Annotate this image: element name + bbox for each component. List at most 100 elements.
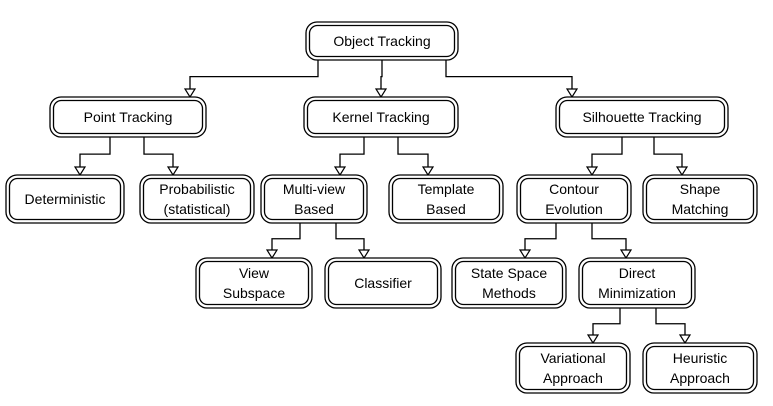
node-label: Based — [426, 201, 466, 217]
node-outer-border — [303, 96, 459, 138]
node-inner-border — [327, 260, 439, 306]
arrowhead-icon — [585, 166, 599, 177]
node-inner-border — [8, 177, 122, 221]
node-label: Heuristic — [673, 350, 727, 366]
arrowhead-icon — [678, 334, 692, 345]
node-label: Object Tracking — [333, 33, 430, 49]
edge-point-tracking-to-probabilistic — [143, 137, 174, 167]
node-point-tracking: Point Tracking — [49, 96, 207, 138]
node-outer-border — [324, 257, 442, 309]
node-outer-border — [195, 257, 313, 309]
node-probabilistic: Probabilistic (statistical) — [139, 174, 255, 224]
node-inner-border — [198, 260, 310, 306]
node-kernel-tracking: Kernel Tracking — [303, 96, 459, 138]
node-inner-border — [518, 345, 628, 391]
node-outer-border — [515, 342, 631, 394]
node-outer-border — [139, 174, 255, 224]
node-inner-border — [581, 260, 693, 306]
arrowhead-icon — [374, 88, 388, 99]
node-outer-border — [578, 257, 696, 309]
node-inner-border — [306, 99, 456, 135]
edge-multi-view-to-view-subspace — [271, 223, 301, 250]
node-inner-border — [263, 177, 365, 221]
edge-direct-minimization-to-heuristic — [655, 308, 686, 335]
arrowhead-icon — [333, 166, 347, 177]
node-outer-border — [305, 21, 459, 61]
edge-kernel-tracking-to-multi-view — [339, 137, 365, 167]
edge-silhouette-tracking-to-shape-matching — [653, 137, 683, 167]
edge-object-tracking-to-kernel-tracking — [380, 60, 383, 89]
arrowhead-icon — [586, 334, 600, 345]
node-label: Contour — [549, 181, 599, 197]
arrowhead-icon — [265, 249, 279, 260]
diagram-edges — [73, 60, 692, 345]
node-label: Variational — [540, 350, 605, 366]
node-inner-border — [308, 24, 456, 58]
node-outer-border — [642, 174, 758, 224]
node-label: Matching — [672, 201, 729, 217]
edge-point-tracking-to-deterministic — [79, 137, 111, 167]
edge-contour-evolution-to-direct-minimization — [591, 223, 627, 250]
node-outer-border — [49, 96, 207, 138]
edge-object-tracking-to-silhouette-tracking — [445, 60, 573, 89]
node-label: Direct — [619, 265, 656, 281]
node-silhouette-tracking: Silhouette Tracking — [555, 96, 729, 138]
node-inner-border — [454, 260, 564, 306]
node-label: State Space — [471, 265, 547, 281]
node-inner-border — [142, 177, 252, 221]
arrowhead-icon — [73, 166, 87, 177]
edge-contour-evolution-to-state-space — [524, 223, 557, 250]
arrowhead-icon — [675, 166, 689, 177]
node-inner-border — [645, 177, 755, 221]
node-classifier: Classifier — [324, 257, 442, 309]
arrowhead-icon — [166, 166, 180, 177]
node-label: Probabilistic — [159, 181, 234, 197]
node-label: Subspace — [223, 285, 285, 301]
node-label: Based — [294, 201, 334, 217]
node-inner-border — [391, 177, 501, 221]
node-outer-border — [555, 96, 729, 138]
node-label: Template — [418, 181, 475, 197]
arrowhead-icon — [421, 166, 435, 177]
node-label: Classifier — [354, 275, 412, 291]
node-label: (statistical) — [164, 201, 231, 217]
node-outer-border — [451, 257, 567, 309]
arrowhead-icon — [619, 249, 633, 260]
edge-kernel-tracking-to-template — [397, 137, 429, 167]
node-label: Minimization — [598, 285, 676, 301]
node-label: Kernel Tracking — [332, 109, 429, 125]
edge-object-tracking-to-point-tracking — [189, 60, 319, 89]
node-outer-border — [516, 174, 632, 224]
node-label: Deterministic — [25, 191, 106, 207]
node-outer-border — [388, 174, 504, 224]
node-deterministic: Deterministic — [5, 174, 125, 224]
edge-silhouette-tracking-to-contour-evolution — [591, 137, 623, 167]
node-outer-border — [642, 342, 758, 394]
node-label: Point Tracking — [84, 109, 173, 125]
node-outer-border — [5, 174, 125, 224]
node-label: Approach — [670, 370, 730, 386]
node-label: Shape — [680, 181, 721, 197]
arrowhead-icon — [518, 249, 532, 260]
edge-direct-minimization-to-variational — [592, 308, 621, 335]
node-inner-border — [558, 99, 726, 135]
node-label: Approach — [543, 370, 603, 386]
node-label: Silhouette Tracking — [582, 109, 701, 125]
node-inner-border — [519, 177, 629, 221]
node-label: Methods — [482, 285, 536, 301]
node-object-tracking: Object Tracking — [305, 21, 459, 61]
arrowhead-icon — [565, 88, 579, 99]
node-label: Evolution — [545, 201, 603, 217]
node-label: Multi-view — [283, 181, 346, 197]
arrowhead-icon — [183, 88, 197, 99]
